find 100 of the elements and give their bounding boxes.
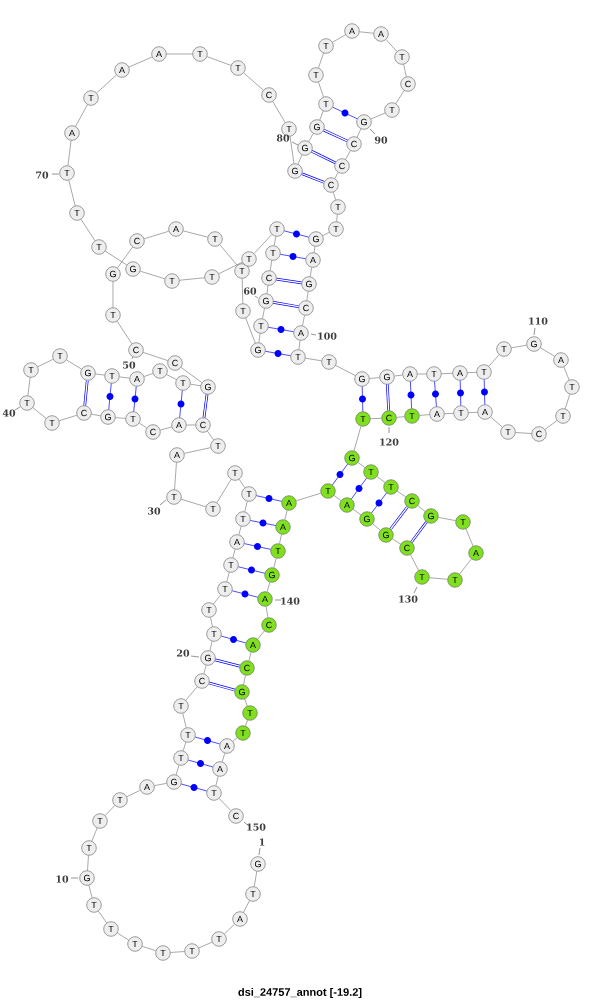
backbone-line — [117, 246, 133, 269]
backbone-line — [266, 285, 269, 294]
backbone-line — [244, 501, 248, 512]
base-pair-line — [177, 390, 185, 418]
backbone-line — [75, 104, 88, 127]
base-pair-line — [238, 566, 265, 574]
backbone-line — [91, 827, 98, 842]
position-number: 60 — [244, 287, 259, 299]
backbone-line — [306, 291, 309, 301]
position-number: 30 — [148, 499, 167, 515]
backbone-line — [218, 798, 232, 811]
base-pair-line — [214, 658, 241, 668]
backbone-line — [359, 31, 374, 34]
backbone-line — [209, 641, 213, 652]
backbone-line — [370, 112, 386, 120]
base-pair-line — [332, 106, 358, 120]
base-pair-line — [250, 519, 276, 527]
backbone-line — [302, 315, 305, 326]
backbone-line — [112, 281, 114, 308]
backbone-line — [266, 581, 271, 593]
backbone-line — [395, 90, 405, 104]
backbone-line — [295, 492, 322, 502]
backbone-line — [394, 374, 403, 377]
backbone-line — [272, 101, 286, 123]
backbone-line — [210, 617, 213, 627]
backbone-line — [37, 358, 54, 368]
base-pair-line — [280, 253, 306, 260]
backbone-line — [385, 39, 398, 52]
backbone-line — [243, 72, 264, 91]
base-pair-line — [231, 590, 259, 598]
backbone-line — [88, 884, 93, 899]
base-pair-line — [323, 128, 348, 143]
caption: dsi_24757_annot [-19.2] — [238, 987, 362, 999]
base-pair-line — [359, 386, 366, 412]
base-pair-line — [268, 326, 294, 333]
backbone-line — [468, 411, 478, 414]
base-pair-line — [407, 381, 415, 409]
base-pair-line — [301, 172, 325, 184]
backbone-line — [139, 270, 166, 280]
base-pair-line — [220, 635, 247, 644]
backbone-line — [182, 741, 187, 752]
backbone-line — [166, 53, 193, 55]
base-pair-line — [332, 463, 348, 486]
backbone-line — [357, 462, 366, 468]
base-pair-line — [311, 150, 336, 164]
backbone-line — [248, 651, 252, 662]
base-pair-line — [275, 277, 303, 285]
backbone-line — [179, 277, 205, 281]
base-pair-line — [180, 783, 208, 792]
backbone-line — [232, 548, 236, 559]
position-number: 130 — [399, 586, 418, 603]
backbone-line — [564, 393, 571, 410]
backbone-line — [115, 417, 126, 419]
backbone-line — [174, 462, 177, 490]
backbone-line — [376, 476, 386, 483]
backbone-line — [257, 630, 265, 640]
backbone-line — [333, 495, 342, 501]
backbone-line — [305, 357, 322, 362]
base-pair-line — [187, 759, 214, 768]
backbone-line — [417, 373, 427, 375]
backbone-line — [318, 81, 324, 98]
position-number: 90 — [369, 128, 388, 144]
position-number: 120 — [380, 426, 399, 446]
backbone-line — [490, 416, 503, 428]
position-number: 50 — [123, 356, 136, 369]
position-number: 1 — [258, 838, 265, 856]
backbone-line — [244, 698, 248, 707]
backbone-line — [356, 128, 362, 138]
backbone-line — [258, 333, 261, 343]
backbone-line — [269, 260, 273, 271]
backbone-line — [80, 219, 96, 241]
position-number: 20 — [177, 649, 200, 658]
backbone-line — [438, 517, 456, 521]
base-pair-line — [371, 492, 387, 514]
backbone-line — [154, 783, 167, 786]
position-number: 110 — [529, 317, 548, 336]
backbone-line — [203, 664, 207, 675]
backbone-line — [143, 373, 154, 377]
base-pair-line — [208, 681, 236, 692]
base-pair-line — [386, 383, 390, 412]
backbone-line — [488, 354, 500, 367]
backbone-line — [215, 776, 219, 787]
backbone-line — [91, 413, 101, 417]
backbone-line — [345, 150, 351, 160]
backbone-line — [444, 412, 454, 415]
position-number: 70 — [36, 171, 60, 179]
backbone-line — [370, 417, 382, 420]
backbone-line — [540, 347, 555, 357]
backbone-line — [141, 945, 157, 952]
backbone-line — [198, 941, 213, 949]
backbone-line — [98, 910, 107, 924]
backbone-line — [128, 56, 153, 68]
backbone-line — [318, 52, 324, 69]
position-number: 140 — [274, 597, 300, 605]
backbone-line — [232, 737, 238, 742]
backbone-line — [67, 140, 72, 166]
position-number: 100 — [310, 332, 337, 340]
backbone-line — [170, 951, 185, 953]
base-pair-line — [432, 381, 439, 407]
backbone-line — [297, 154, 303, 165]
